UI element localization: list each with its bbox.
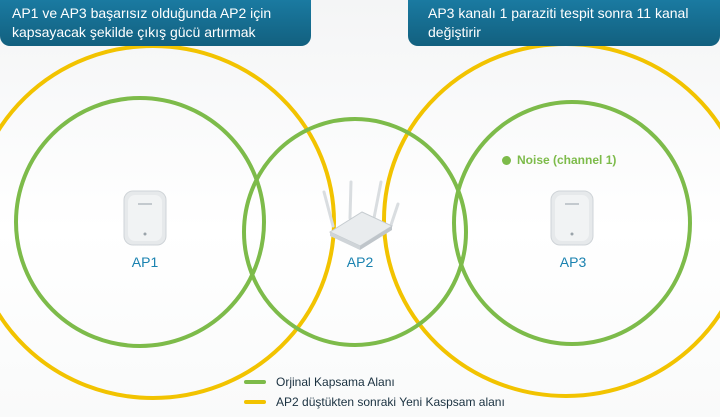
ap2-original-coverage-ring — [242, 117, 468, 347]
ap3-label: AP3 — [559, 254, 587, 270]
callout-failover-text: AP1 ve AP3 başarısız olduğunda AP2 için … — [12, 5, 272, 40]
noise-label: Noise (channel 1) — [517, 153, 617, 167]
legend-label-original: Orjinal Kapsama Alanı — [276, 375, 395, 389]
legend-item-original: Orjinal Kapsama Alanı — [244, 372, 505, 392]
ap1-new-coverage-ring — [0, 44, 336, 400]
callout-failover-power: AP1 ve AP3 başarısız olduğunda AP2 için … — [0, 0, 311, 46]
ap1-label: AP1 — [131, 254, 159, 270]
legend-swatch-green-icon — [244, 380, 266, 384]
legend-label-new: AP2 düştükten sonraki Yeni Kaspsam alanı — [276, 395, 505, 409]
noise-dot-icon — [502, 155, 511, 165]
ap1-device-icon — [123, 190, 167, 246]
ap1-original-coverage-ring — [14, 96, 266, 348]
legend-swatch-yellow-icon — [244, 400, 266, 404]
callout-channel-text: AP3 kanalı 1 paraziti tespit sonra 11 ka… — [428, 5, 689, 40]
callout-channel-change: AP3 kanalı 1 paraziti tespit sonra 11 ka… — [408, 0, 720, 46]
ap3-original-coverage-ring — [452, 100, 692, 346]
noise-indicator: Noise (channel 1) — [502, 153, 616, 167]
ap3-device-icon — [550, 190, 594, 246]
ap2-router-icon — [322, 180, 400, 250]
legend-item-new: AP2 düştükten sonraki Yeni Kaspsam alanı — [244, 392, 505, 412]
ap2-label: AP2 — [346, 254, 374, 270]
legend: Orjinal Kapsama Alanı AP2 düştükten sonr… — [244, 372, 505, 412]
